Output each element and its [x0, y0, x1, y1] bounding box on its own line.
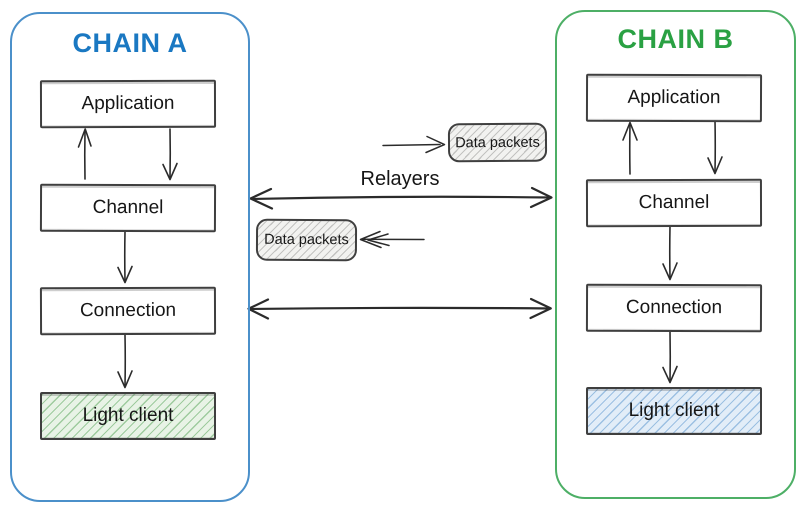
chain-a-panel: CHAIN A Application Channel Connection L… — [10, 12, 250, 502]
chain-b-light-client-box: Light client — [586, 387, 762, 435]
chain-a-application-box: Application — [39, 79, 217, 129]
relayers-label: Relayers — [360, 168, 440, 190]
data-packets-pill-to-chain-b: Data packets — [447, 122, 548, 163]
chain-a-connection-box: Connection — [39, 286, 217, 336]
data-packets-pill-to-chain-a: Data packets — [255, 218, 358, 262]
chain-b-application-box: Application — [585, 73, 763, 123]
arrow-data-packets-to-chain-b — [382, 135, 446, 154]
chain-b-title: CHAIN B — [617, 24, 734, 54]
arrow-data-packets-to-chain-a — [359, 230, 425, 249]
chain-a-light-client-box: Light client — [40, 392, 216, 440]
chain-b-connection-box: Connection — [585, 283, 763, 333]
chain-b-panel: CHAIN B Application Channel Connection L… — [555, 10, 796, 499]
chain-a-title: CHAIN A — [72, 28, 188, 58]
chain-b-channel-box: Channel — [585, 178, 763, 228]
connection-double-arrow — [247, 297, 552, 320]
chain-a-channel-box: Channel — [39, 183, 217, 233]
relayers-double-arrow — [249, 186, 553, 210]
